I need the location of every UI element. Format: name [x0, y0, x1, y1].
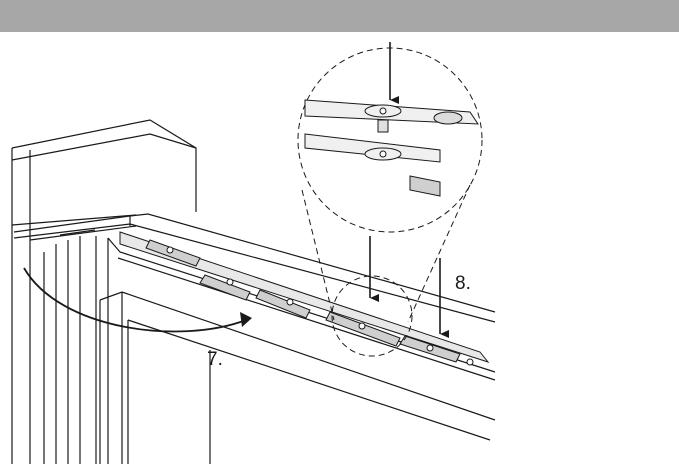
- detail-magnifier: [297, 47, 483, 357]
- header-bar: [0, 0, 679, 32]
- inner-sash: [99, 291, 496, 464]
- rotate-arrow-head: [240, 312, 252, 327]
- step-8-label: 8.: [455, 273, 471, 294]
- step-7-label: 7.: [207, 349, 223, 370]
- sash-verticals: [43, 236, 109, 464]
- installation-diagram: [11, 42, 496, 464]
- press-arrows: [369, 42, 449, 338]
- rotate-arrow: [23, 267, 247, 333]
- window-frame: [11, 119, 197, 464]
- top-rail: [13, 213, 496, 381]
- hardware-strip: [119, 231, 490, 366]
